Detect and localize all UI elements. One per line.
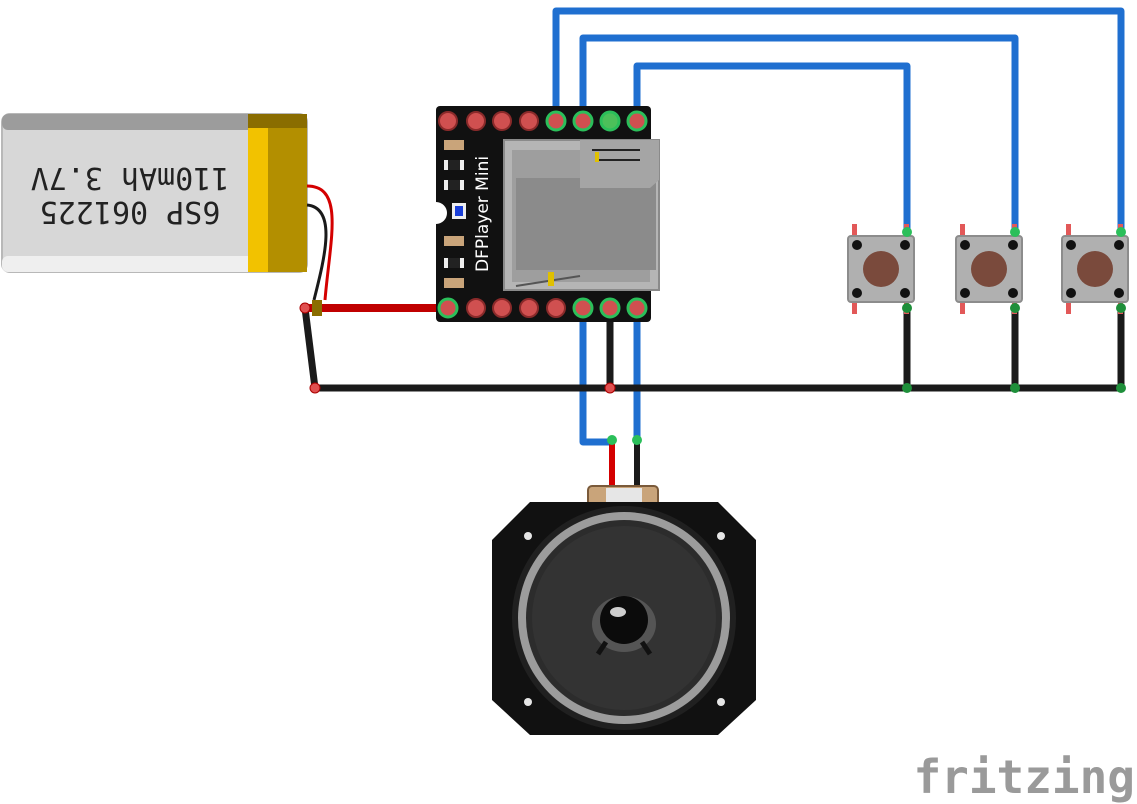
battery-black-lead <box>306 203 328 301</box>
battery-capacity-label: 110mAh 3.7V <box>31 160 230 195</box>
battery-model-label: 6SP 061225 <box>40 194 221 229</box>
dfplayer-mini-module: DFPlayer Mini <box>425 106 660 322</box>
push-button-3 <box>1061 224 1129 314</box>
module-smd-components <box>444 140 466 288</box>
junction-dots <box>299 227 1126 445</box>
sd-card-slot <box>503 139 660 291</box>
ground-wires <box>301 304 1125 392</box>
blue-wires-buttons <box>552 7 1125 244</box>
module-label: DFPlayer Mini <box>473 156 493 272</box>
push-button-1 <box>847 224 915 314</box>
fritzing-watermark: fritzing <box>913 750 1135 804</box>
battery-red-lead <box>306 184 334 301</box>
module-top-pins <box>438 110 648 132</box>
push-button-2 <box>955 224 1023 314</box>
speaker <box>492 485 756 735</box>
module-bottom-pins <box>437 297 648 319</box>
lipo-battery: 110mAh 3.7V 6SP 061225 <box>1 113 308 273</box>
